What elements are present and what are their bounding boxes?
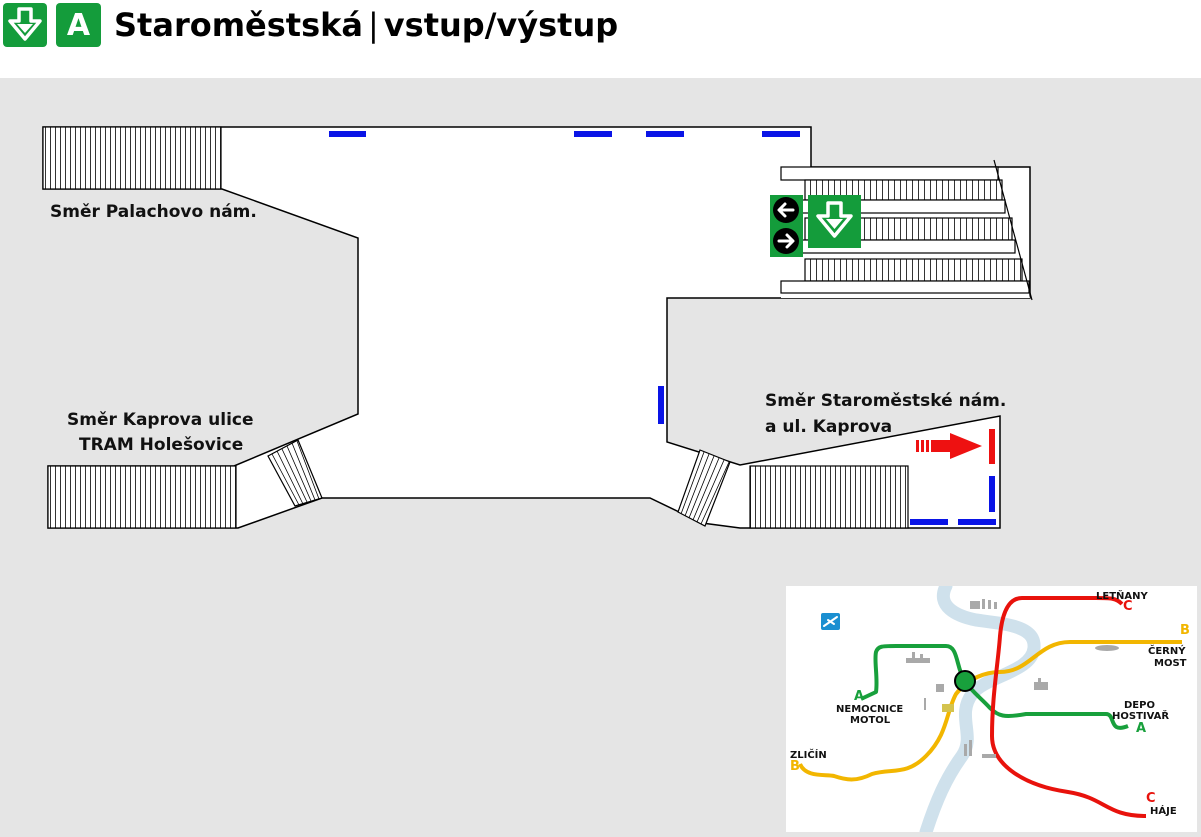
- terminal-depo-1: DEPO: [1124, 700, 1155, 711]
- airport-icon: [821, 613, 840, 630]
- station-name: Staroměstská: [114, 6, 364, 44]
- minimap-drawing: [798, 579, 1182, 837]
- station-plan: Směr Palachovo nám. Směr Kaprova ulice T…: [0, 78, 1201, 837]
- letter-c-south: C: [1146, 791, 1156, 806]
- metro-logo-icon: [3, 3, 47, 47]
- metro-network-minimap: LETŇANY C B ČERNÝ MOST DEPO HOSTIVAŘ A A…: [786, 579, 1197, 837]
- terminal-zlicin: ZLIČÍN: [790, 750, 827, 761]
- terminal-depo-2: HOSTIVAŘ: [1112, 711, 1170, 722]
- terminal-motol-2: MOTOL: [850, 715, 891, 726]
- letter-b-west: B: [790, 759, 800, 774]
- direction-sign: [770, 195, 861, 257]
- letter-b-east: B: [1180, 623, 1190, 638]
- letter-a-east: A: [1136, 721, 1147, 736]
- line-badge: A: [56, 3, 101, 47]
- line-c: [990, 596, 1147, 818]
- station-subtitle: vstup/výstup: [383, 6, 619, 44]
- stairs-palachovo: [42, 126, 222, 190]
- plan-drawing: [42, 126, 1033, 529]
- station-marker-icon: [954, 670, 976, 692]
- label-kaprova-1: Směr Kaprova ulice: [67, 410, 254, 430]
- terminal-motol-1: NEMOCNICE: [836, 704, 904, 715]
- stairs-staromestske-diagonal: [677, 449, 731, 527]
- terminal-cerny-most-2: MOST: [1154, 658, 1187, 669]
- terminal-haje: HÁJE: [1150, 806, 1177, 817]
- header: A Staroměstská|vstup/výstup: [0, 0, 1201, 78]
- letter-a-west: A: [854, 689, 865, 704]
- label-staromestske-1: Směr Staroměstské nám.: [765, 391, 1007, 411]
- landmark-icon: [906, 599, 1119, 758]
- terminal-cerny-most-1: ČERNÝ: [1148, 646, 1186, 657]
- title-separator: |: [368, 6, 379, 44]
- exit-arrow-icon: [916, 429, 995, 464]
- terminal-letnany: LETŇANY: [1096, 591, 1148, 602]
- stairs-staromestske: [749, 465, 909, 529]
- line-b: [798, 640, 1182, 782]
- stairs-kaprova: [47, 465, 237, 529]
- label-palachovo: Směr Palachovo nám.: [50, 202, 257, 222]
- label-kaprova-2: TRAM Holešovice: [79, 435, 244, 455]
- letter-c-north: C: [1123, 599, 1133, 614]
- station-title: Staroměstská|vstup/výstup: [114, 3, 618, 47]
- label-staromestske-2: a ul. Kaprova: [765, 417, 893, 437]
- blue-markers: [329, 131, 996, 525]
- stairs-kaprova-diagonal: [267, 439, 323, 507]
